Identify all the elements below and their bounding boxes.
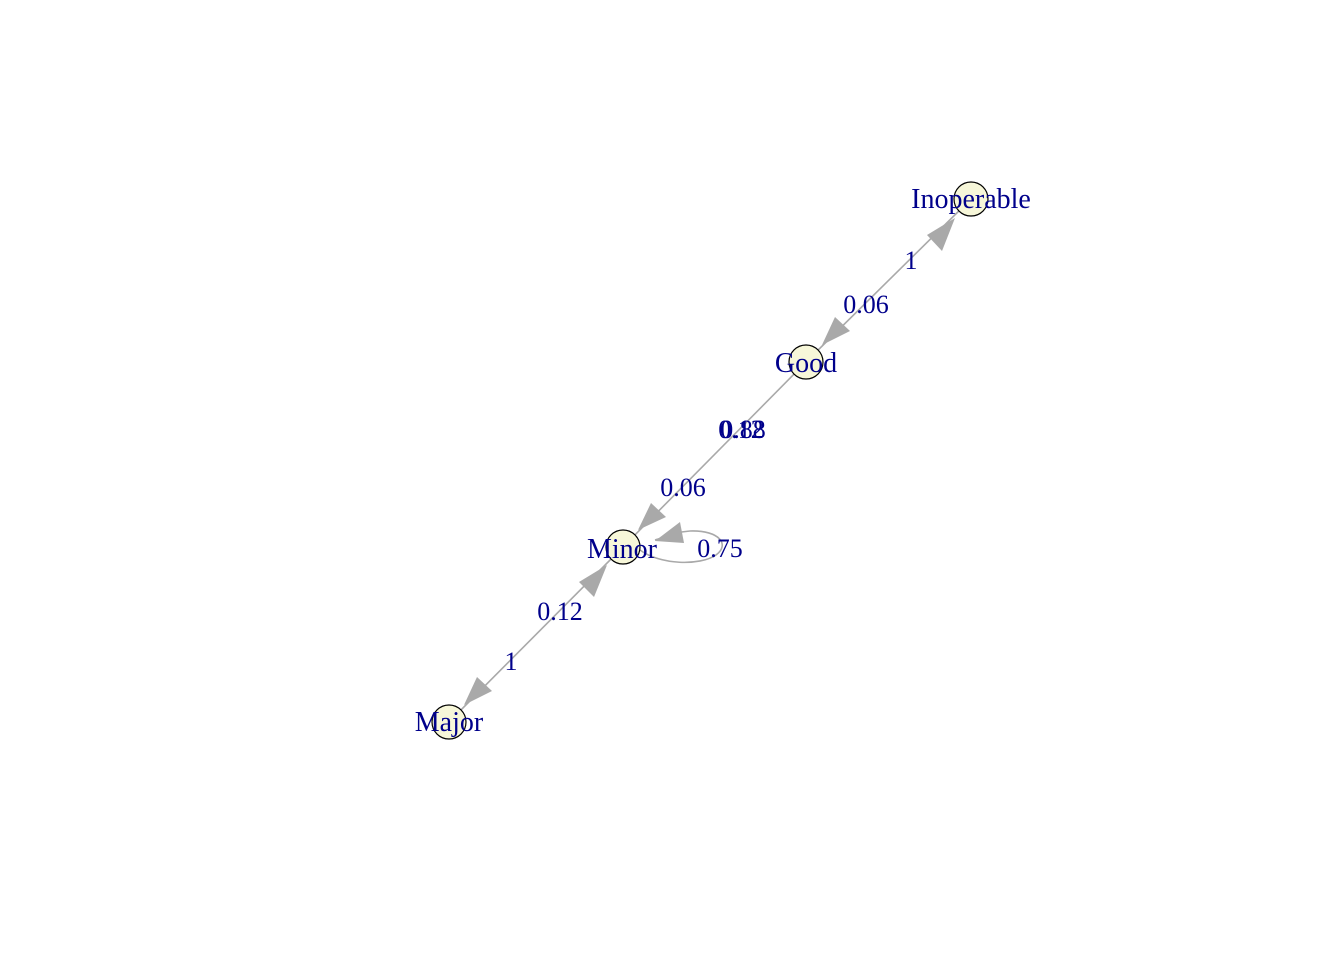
- arrowhead-to-major: [464, 677, 492, 705]
- node-inoperable: [953, 181, 989, 217]
- edge-label-good-to-minor-b: 0.06: [660, 473, 706, 502]
- arrowhead-good-to-minor: [638, 503, 666, 530]
- node-minor: [605, 529, 641, 565]
- arrowhead-to-good: [822, 317, 850, 345]
- edge-label-minor-to-major: 1: [505, 647, 518, 676]
- arrowhead-to-minor-from-major: [579, 565, 607, 597]
- node-major: [431, 704, 467, 740]
- edge-label-good-to-minor-a: 0.88: [720, 415, 766, 444]
- edge-label-good-to-inoperable: 1: [905, 246, 918, 275]
- arrowhead-to-inoperable: [927, 218, 955, 251]
- arrowheads: [464, 218, 955, 705]
- edge-labels: 1 0.06 0.12 0.88 0.06 0.75 0.12 1: [505, 246, 918, 676]
- node-label-major: Major: [415, 707, 484, 738]
- arrowhead-self-loop: [655, 522, 684, 543]
- edge-label-major-to-minor: 0.12: [537, 597, 583, 626]
- node-label-inoperable: Inoperable: [911, 184, 1031, 215]
- edge-label-minor-self: 0.75: [697, 534, 743, 563]
- node-labels: Inoperable Good Minor Major: [415, 184, 1031, 738]
- node-good: [788, 344, 824, 380]
- nodes: [431, 181, 989, 740]
- edges: [448, 198, 972, 723]
- node-label-minor: Minor: [587, 534, 658, 565]
- edge-label-minor-to-good: 0.12: [718, 415, 764, 444]
- node-label-good: Good: [775, 348, 837, 379]
- edge-label-inoperable-to-good: 0.06: [843, 290, 889, 319]
